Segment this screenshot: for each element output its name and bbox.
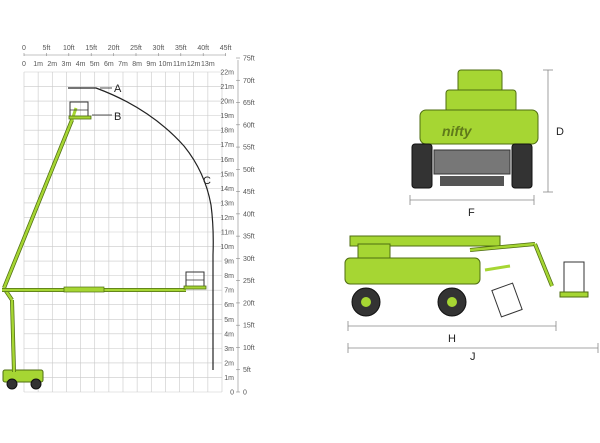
height-ft-label: 40ft [243,211,255,218]
ft-tick-label: 40ft [197,45,209,52]
ft-tick-label: 15ft [85,45,97,52]
m-tick-label: 11m [173,61,186,68]
height-ft-label: 5ft [243,367,251,374]
height-ft-label: 55ft [243,145,255,152]
height-ft-label: 10ft [243,345,255,352]
m-tick-label: 12m [187,61,201,68]
ft-tick-label: 20ft [108,45,120,52]
height-m-label: 1m [224,375,234,382]
height-m-label: 19m [220,113,234,120]
ft-tick-label: 5ft [43,45,51,52]
height-m-label: 22m [220,70,234,77]
height-m-label: 6m [224,302,234,309]
vertical-ft-scale: 75ft 70ft 65ft 60ft 55ft 50ft 45ft 40ft 35ft 30ft… [236,56,255,397]
height-m-label: 11m [221,230,234,237]
label-j: J [470,351,476,363]
label-b: B [114,111,121,123]
height-m-label: 0 [230,390,234,397]
height-ft-label: 70ft [243,78,255,85]
height-ft-label: 25ft [243,278,255,285]
height-m-label: 15m [220,171,234,178]
m-tick-label: 9m [146,61,156,68]
height-ft-label: 0 [243,390,247,397]
m-tick-label: 0 [22,61,26,68]
m-tick-label: 5m [90,61,100,68]
height-m-label: 7m [224,288,234,295]
height-m-label: 2m [224,360,234,367]
range-grid [23,71,223,393]
height-m-label: 9m [224,259,234,266]
ft-tick-label: 0 [22,45,26,52]
height-ft-label: 50ft [243,167,255,174]
height-m-label: 18m [220,128,234,135]
height-ft-label: 35ft [243,234,255,241]
height-m-label: 21m [220,84,234,91]
label-f: F [468,207,475,219]
height-ft-label: 65ft [243,100,255,107]
label-d: D [556,126,564,138]
height-m-label: 20m [220,99,234,106]
height-m-label: 17m [220,142,234,149]
ft-tick-label: 45ft [220,45,232,52]
front-view-machine: nifty [411,69,539,189]
height-ft-label: 30ft [243,256,255,263]
m-tick-label: 2m [47,61,57,68]
m-tick-label: 3m [62,61,72,68]
m-tick-label: 6m [104,61,114,68]
m-tick-label: 7m [118,61,128,68]
nifty-logo: nifty [442,123,473,139]
height-ft-label: 45ft [243,189,255,196]
height-m-label: 3m [224,346,234,353]
m-tick-label: 8m [132,61,142,68]
horizontal-ft-scale: 0 5ft 10ft 15ft 20ft 25ft 30ft 35ft 40ft 45ft [22,45,231,56]
ft-tick-label: 10ft [63,45,75,52]
height-m-label: 14m [220,186,234,193]
side-view-machine [344,235,589,318]
height-ft-label: 20ft [243,300,255,307]
height-m-label: 16m [220,157,234,164]
m-tick-label: 10m [159,61,173,68]
label-a: A [114,83,122,95]
height-m-label: 5m [224,317,234,324]
m-tick-label: 1m [33,61,43,68]
machine-full-height [2,101,92,390]
height-m-label: 12m [220,215,234,222]
label-h: H [448,333,456,345]
m-tick-label: 4m [76,61,86,68]
height-ft-label: 75ft [243,56,255,63]
m-tick-label: 13m [201,61,215,68]
height-ft-label: 15ft [243,323,255,330]
ft-tick-label: 30ft [153,45,165,52]
height-m-label: 4m [224,331,234,338]
height-m-label: 8m [224,273,234,280]
ft-tick-label: 35ft [175,45,187,52]
ft-tick-label: 25ft [130,45,142,52]
height-ft-label: 60ft [243,122,255,129]
vertical-m-scale: 22m 21m 20m 19m 18m 17m 16m 15m 14m 13m 12m 11m 10m 9… [220,70,234,397]
height-m-label: 10m [220,244,234,251]
height-m-label: 13m [220,200,234,207]
machine-max-outreach [2,271,207,293]
working-envelope-curve [68,87,214,370]
label-c: C [203,175,211,187]
